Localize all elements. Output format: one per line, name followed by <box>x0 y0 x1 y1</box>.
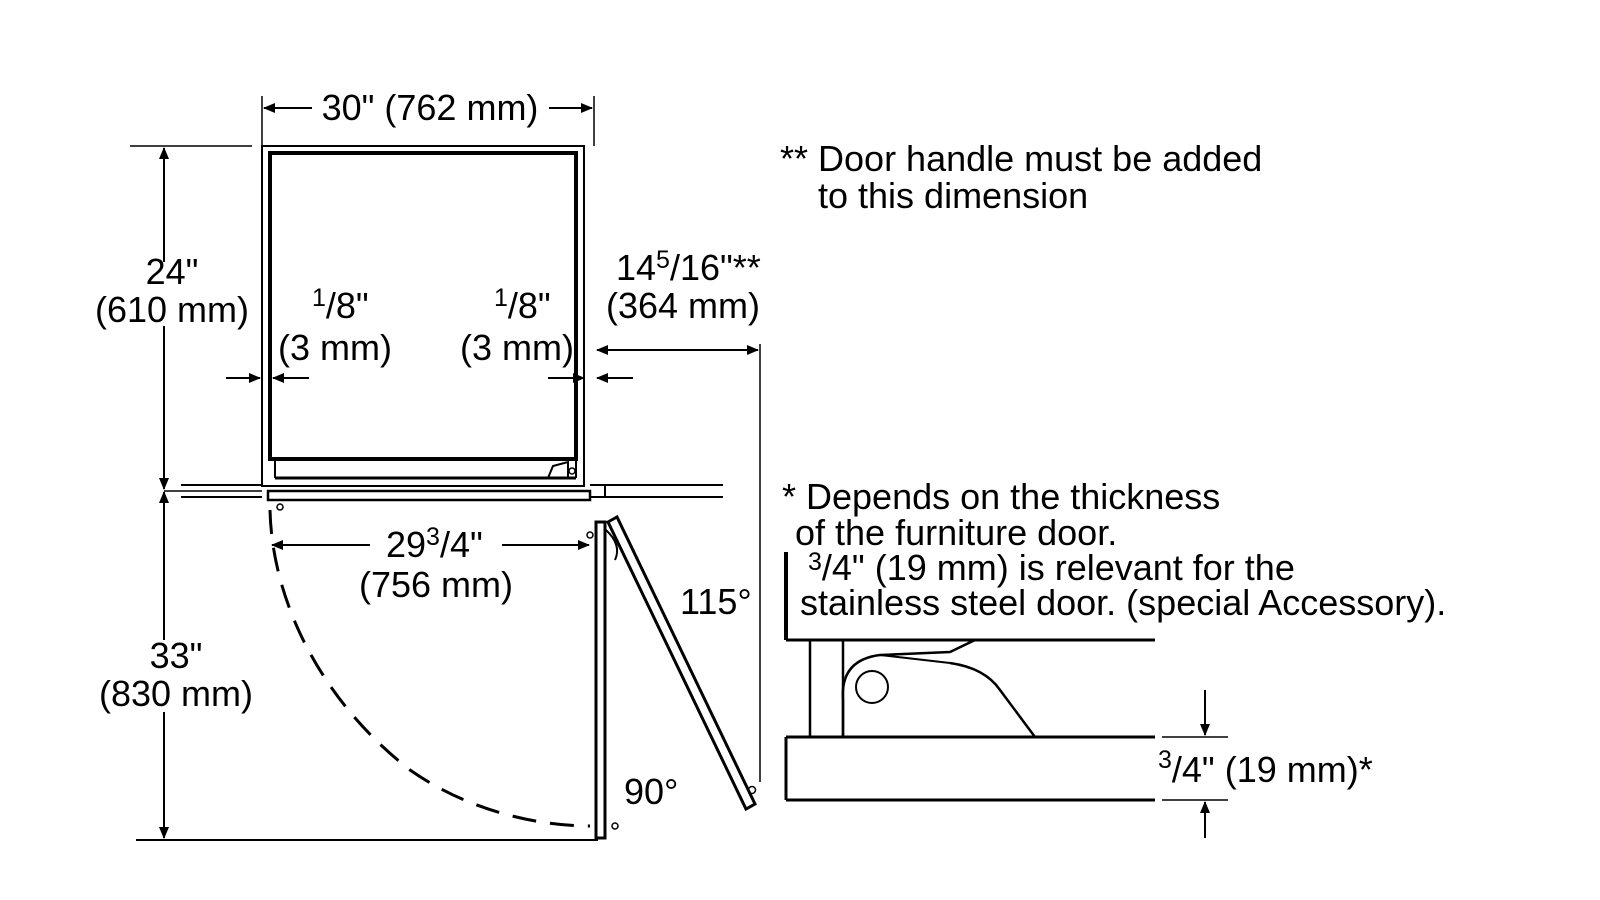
hinge-detail <box>784 552 1155 802</box>
angle-90-label: 90° <box>624 771 678 812</box>
svg-text:stainless steel door. (special: stainless steel door. (special Accessory… <box>800 582 1446 623</box>
depth-inch-label: 24" <box>146 251 199 292</box>
appliance-outline <box>261 145 592 511</box>
svg-text:* Depends on the thickness: * Depends on the thickness <box>782 476 1220 517</box>
door-115: 115° <box>606 514 757 812</box>
svg-text:3/4" (19 mm) is relevant for t: 3/4" (19 mm) is relevant for the <box>808 547 1295 588</box>
width-label: 30" (762 mm) <box>322 87 539 128</box>
thickness-note: * Depends on the thickness of the furnit… <box>782 476 1446 623</box>
left-gap-fraction: 1/8" <box>312 284 369 326</box>
inner-width-fraction: 293/4" <box>386 523 483 565</box>
door-swing-mm: (830 mm) <box>99 673 253 714</box>
door-90: 90° <box>586 520 678 840</box>
svg-text:of the furniture door.: of the furniture door. <box>795 512 1117 553</box>
svg-text:** Door handle must be added: ** Door handle must be added <box>780 138 1262 179</box>
right-gap-dimension: 1/8" (3 mm) <box>460 284 633 383</box>
handle-note: ** Door handle must be added to this dim… <box>780 138 1262 216</box>
handle-clearance-dimension: 145/16"** (364 mm) <box>596 246 761 782</box>
left-gap-dimension: 1/8" (3 mm) <box>226 284 392 383</box>
inner-width-mm: (756 mm) <box>359 564 513 605</box>
door-swing-inch: 33" <box>150 635 203 676</box>
width-dimension: 30" (762 mm) <box>261 87 595 146</box>
handle-fraction: 145/16"** <box>616 246 761 288</box>
angle-115-label: 115° <box>680 581 752 622</box>
door-thickness-label: 3/4" (19 mm)* <box>1158 746 1373 790</box>
door-swing-dimension: 33" (830 mm) <box>99 491 253 839</box>
door-swing-arc <box>268 509 591 828</box>
inner-width-dimension: 293/4" (756 mm) <box>271 523 590 605</box>
svg-text:to this dimension: to this dimension <box>818 175 1088 216</box>
right-gap-mm: (3 mm) <box>460 327 574 368</box>
cabinet-lines <box>136 484 723 841</box>
handle-mm: (364 mm) <box>606 285 760 326</box>
door-thickness-dimension: 3/4" (19 mm)* <box>1158 690 1373 838</box>
depth-mm-label: (610 mm) <box>95 289 249 330</box>
right-gap-fraction: 1/8" <box>494 284 551 326</box>
depth-dimension: 24" (610 mm) <box>95 145 252 490</box>
left-gap-mm: (3 mm) <box>278 327 392 368</box>
